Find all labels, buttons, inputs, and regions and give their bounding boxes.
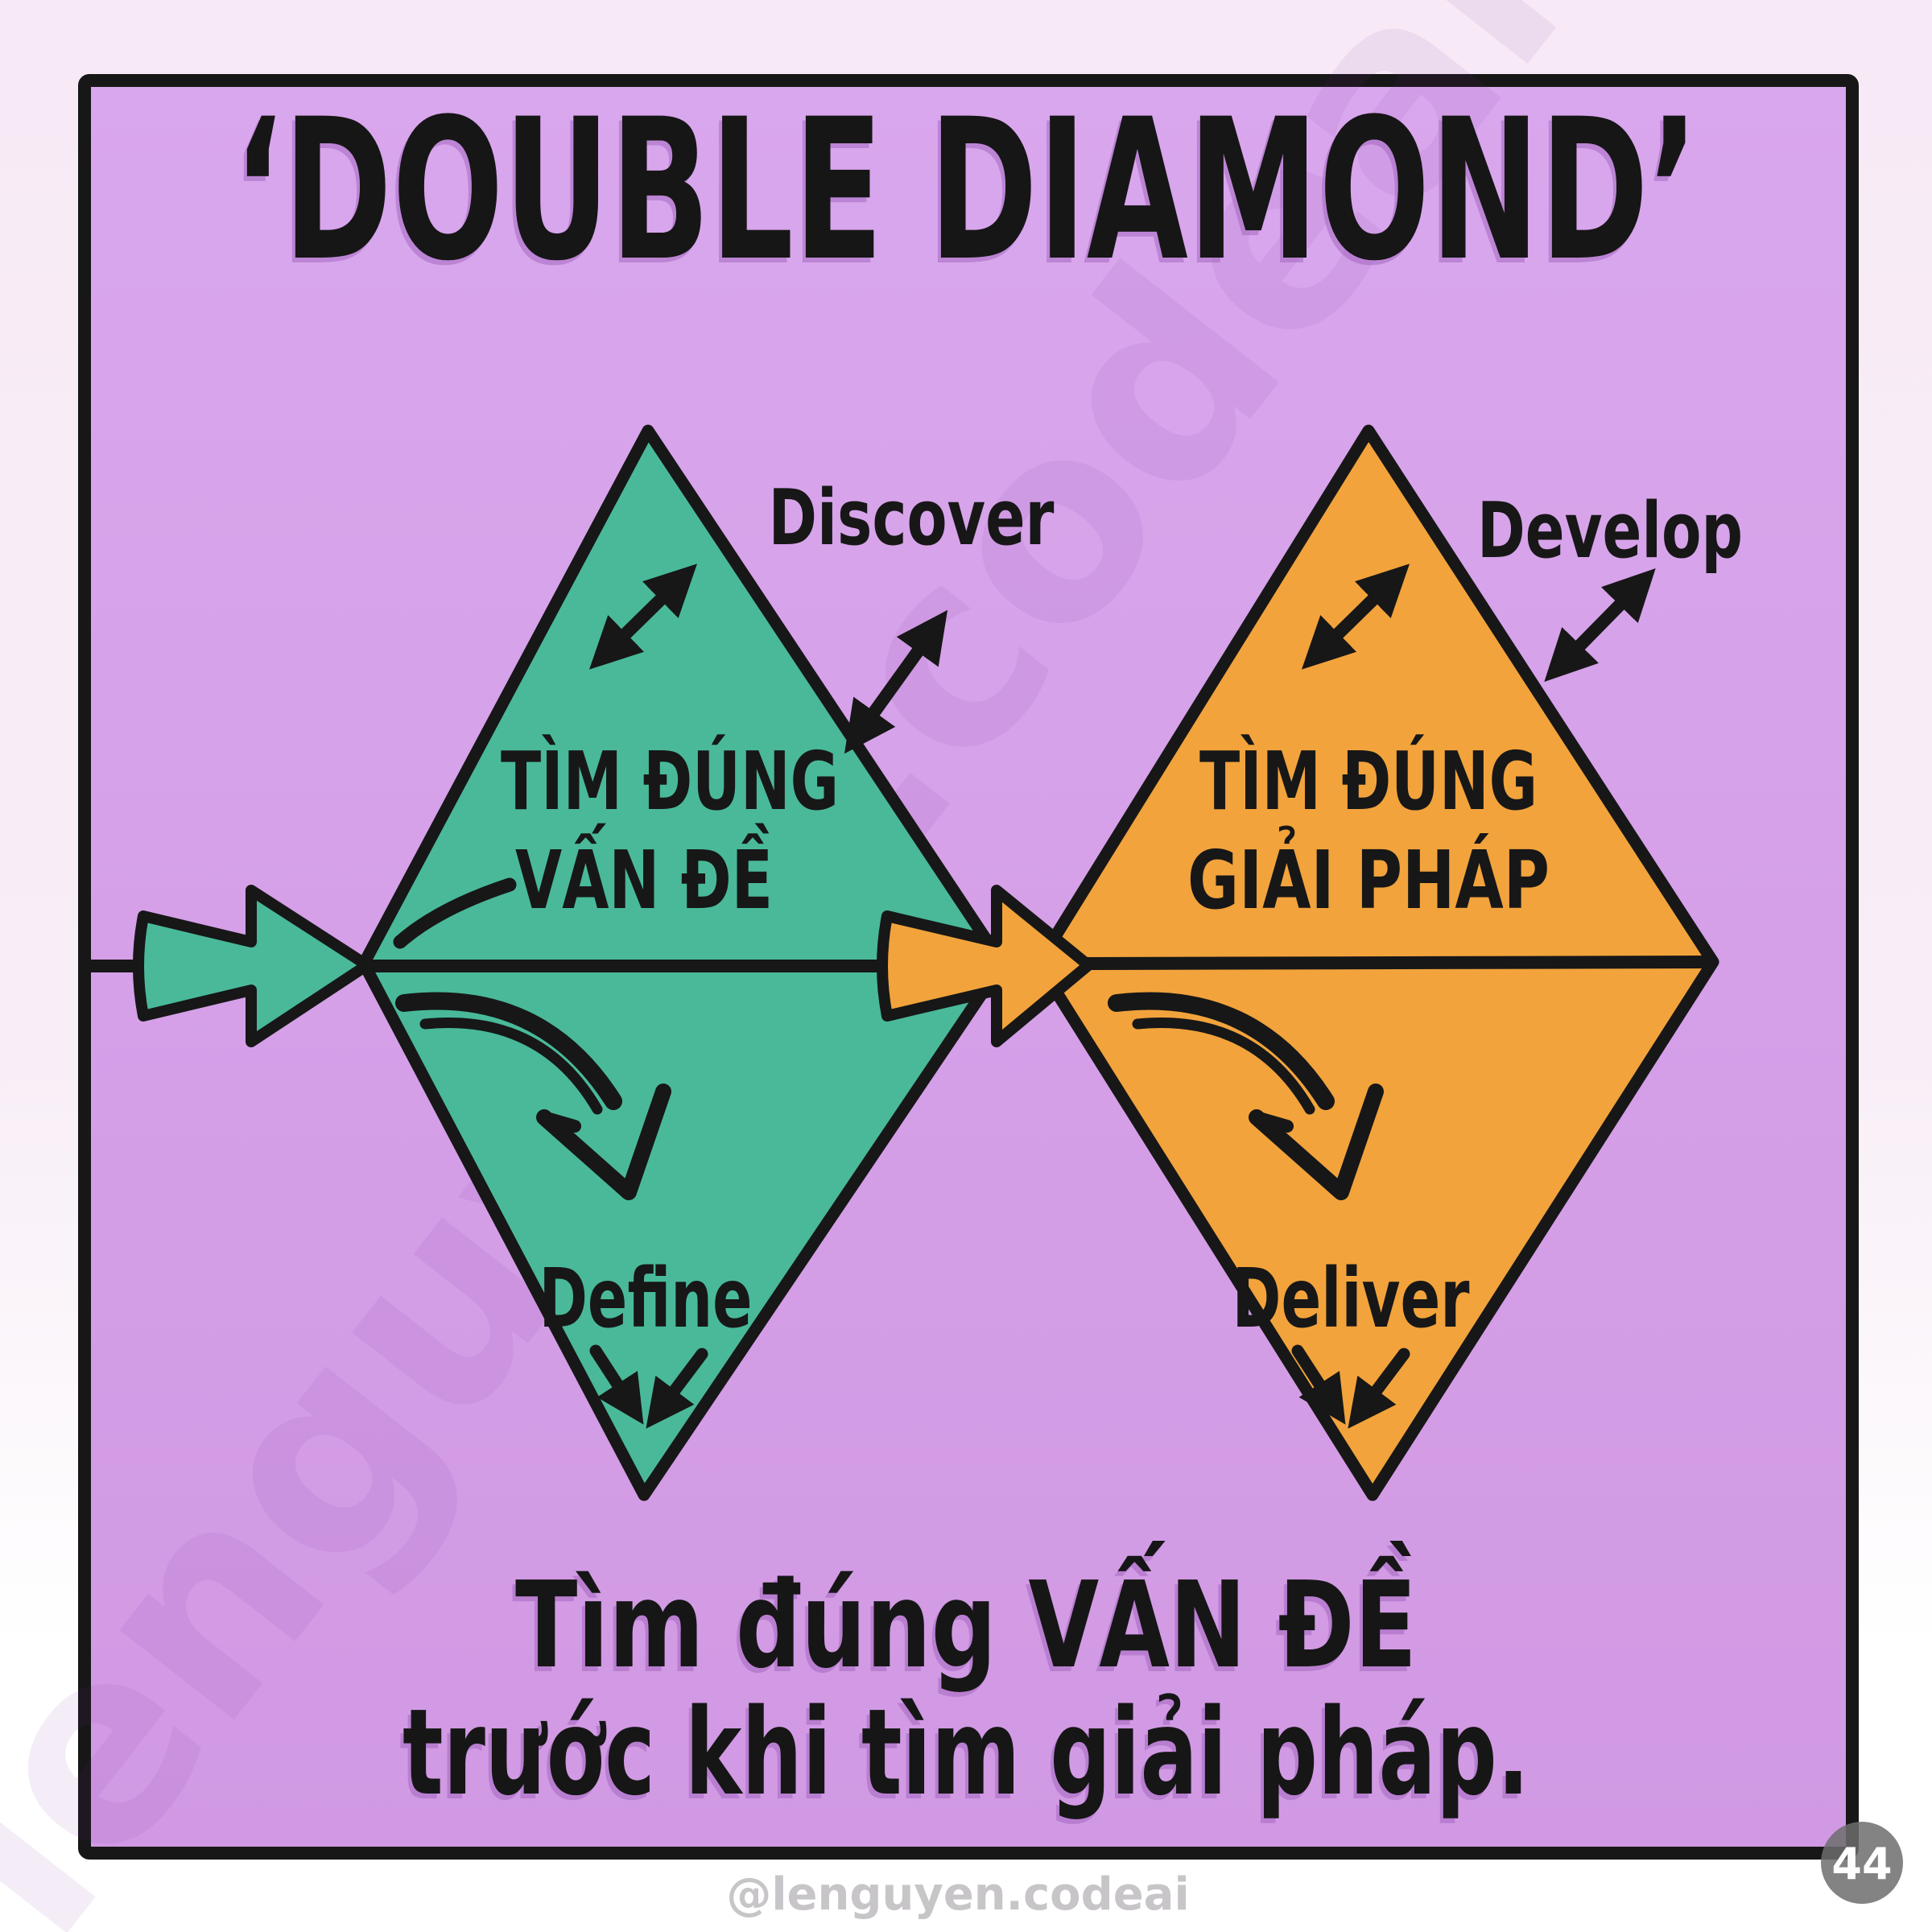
phase-label-deliver: Deliver — [1232, 1251, 1470, 1347]
curved-arrow-shaft-left-inner — [419, 1018, 603, 1115]
diverge-arrow-icon-left-inner — [589, 564, 697, 670]
phase-label-discover: Discover — [769, 474, 1055, 563]
curved-arrow-head-left — [536, 1084, 671, 1200]
footer-credit: @lenguyen.codeai — [726, 1868, 1189, 1921]
phase-label-develop: Develop — [1477, 487, 1743, 576]
process-midline-right — [1080, 956, 1718, 970]
diverge-arrow-icon-left-outer — [844, 609, 948, 754]
page-number-badge: 44 — [1821, 1822, 1903, 1904]
converge-arrow-icon-left-b — [646, 1348, 708, 1429]
badge-circle — [1821, 1822, 1903, 1904]
input-arrow-icon — [133, 885, 373, 1047]
diverge-arrow-icon-right-outer — [1544, 568, 1656, 682]
right-diamond-label-line1: TÌM ĐÚNG — [1199, 734, 1538, 828]
underline-swash-icon — [393, 877, 517, 949]
converge-arrow-icon-right-b — [1348, 1348, 1410, 1429]
left-diamond-label-line2: VẤN ĐỀ — [515, 823, 773, 927]
left-diamond-label-line1: TÌM ĐÚNG — [501, 734, 839, 828]
transition-arrow-icon — [877, 885, 1094, 1047]
converge-arrow-icon-right-a — [1291, 1344, 1346, 1425]
caption-line1: Tìm đúng VẤN ĐỀ — [515, 1540, 1417, 1695]
right-diamond-label-line2: GIẢI PHÁP — [1187, 825, 1550, 927]
curved-arrow-shaft-right — [1108, 992, 1335, 1110]
caption-line2: trước khi tìm giải pháp. — [402, 1683, 1530, 1822]
curved-arrow-head-right-barb — [1250, 1111, 1294, 1133]
phase-label-define: Define — [539, 1251, 753, 1347]
page-title: ‘DOUBLE DIAMOND’ — [233, 77, 1699, 304]
curved-arrow-head-right — [1249, 1084, 1384, 1200]
converge-arrow-icon-left-a — [589, 1344, 644, 1425]
curved-arrow-shaft-right-inner — [1132, 1018, 1315, 1115]
curved-arrow-shaft-left — [395, 992, 622, 1110]
diverge-arrow-icon-right-inner — [1302, 564, 1410, 670]
curved-arrow-head-left-barb — [538, 1111, 581, 1133]
page-number-text: 44 — [1831, 1839, 1892, 1889]
